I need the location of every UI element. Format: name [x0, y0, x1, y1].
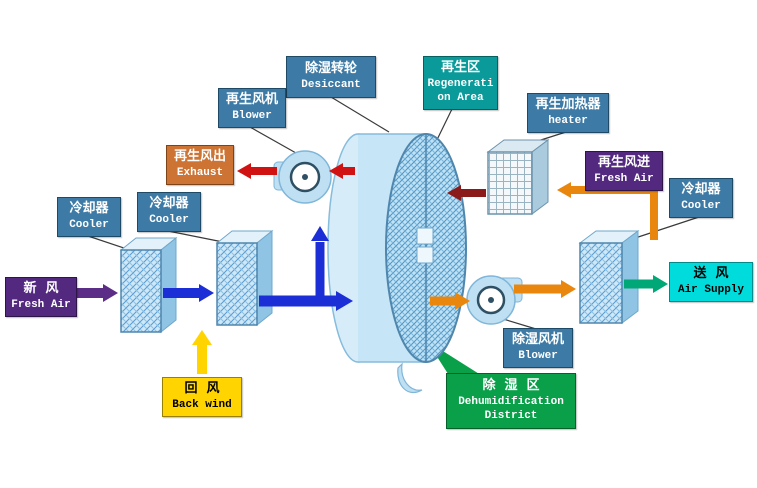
regeneration-area-label: 再生区 Regenerati on Area [423, 56, 498, 110]
regen-exhaust-arrow-2 [237, 163, 277, 179]
regen-blower-label: 再生风机 Blower [218, 88, 286, 128]
label-text-zh: 再生加热器 [535, 97, 601, 113]
wheel-drain [397, 362, 423, 394]
label-text-en: Desiccant [301, 79, 361, 92]
label-text-en: Fresh Air [594, 173, 654, 186]
label-text-zh: 冷却器 [69, 201, 109, 217]
dehumid-air-arrow-2 [514, 280, 576, 298]
label-text-zh: 除 湿 区 [482, 378, 540, 394]
label-text-en: Fresh Air [11, 299, 71, 312]
label-text-zh: 冷却器 [681, 182, 721, 198]
process-air-arrow-2 [259, 291, 353, 311]
label-text-zh: 新 风 [23, 281, 59, 297]
regen-hot-air-arrow [447, 185, 486, 201]
label-text-en: Cooler [149, 214, 189, 227]
label-text-en: District [484, 410, 538, 423]
label-text-en: Blower [232, 110, 272, 123]
supply-air-arrow [624, 275, 668, 293]
label-text-zh: 冷却器 [149, 196, 189, 212]
leader-lines [87, 96, 700, 330]
fresh-air-label: 新 风 Fresh Air [5, 277, 77, 317]
dehumid-blower-label: 除湿风机 Blower [503, 328, 573, 368]
process-air-arrow-up [311, 226, 329, 298]
back-wind-label: 回 风 Back wind [162, 377, 242, 417]
label-text-zh: 送 风 [693, 266, 729, 282]
wheel-hub [416, 227, 434, 245]
label-text-zh: 回 风 [184, 381, 220, 397]
label-text-en: Cooler [69, 219, 109, 232]
label-text-zh: 除湿风机 [511, 332, 564, 348]
label-text-zh: 再生风机 [225, 92, 278, 108]
cooler-unit-2 [215, 229, 274, 327]
air-supply-label: 送 风 Air Supply [669, 262, 753, 302]
label-text-en: Dehumidification [458, 396, 564, 409]
regen-blower-unit [273, 150, 332, 204]
label-text-en: heater [548, 115, 588, 128]
label-text-en: on Area [437, 92, 484, 105]
regen-exhaust-arrow-1 [329, 163, 355, 179]
dehumid-blower-unit [466, 275, 523, 325]
cooler-unit-1 [119, 236, 178, 334]
regen-fresh-air-label: 再生风进 Fresh Air [585, 151, 663, 191]
dehumidification-district-label: 除 湿 区 Dehumidification District [446, 373, 576, 429]
label-text-en: Back wind [172, 399, 232, 412]
label-text-en: Blower [518, 350, 558, 363]
cooler-unit-3 [578, 230, 640, 324]
label-text-zh: 再生风出 [173, 149, 226, 165]
regen-heater-label: 再生加热器 heater [527, 93, 609, 133]
wheel-hub [416, 246, 434, 264]
label-text-en: Cooler [681, 200, 721, 213]
process-air-arrow-1 [163, 284, 214, 302]
cooler-1-label: 冷却器 Cooler [57, 197, 121, 237]
regen-heater-unit [486, 139, 550, 215]
label-text-zh: 再生区 [440, 60, 480, 76]
cooler-2-label: 冷却器 Cooler [137, 192, 201, 232]
label-text-en: Air Supply [677, 284, 744, 297]
fresh-air-arrow [76, 284, 118, 302]
label-text-en: Exhaust [176, 167, 224, 180]
dehumid-air-arrow-1 [430, 292, 470, 310]
desiccant-wheel-label: 除湿转轮 Desiccant [286, 56, 376, 98]
return-air-arrow [192, 330, 212, 374]
label-text-zh: 再生风进 [597, 155, 650, 171]
label-text-en: Regenerati [427, 78, 494, 91]
exhaust-label: 再生风出 Exhaust [166, 145, 234, 185]
cooler-3-label: 冷却器 Cooler [669, 178, 733, 218]
label-text-zh: 除湿转轮 [304, 61, 357, 77]
